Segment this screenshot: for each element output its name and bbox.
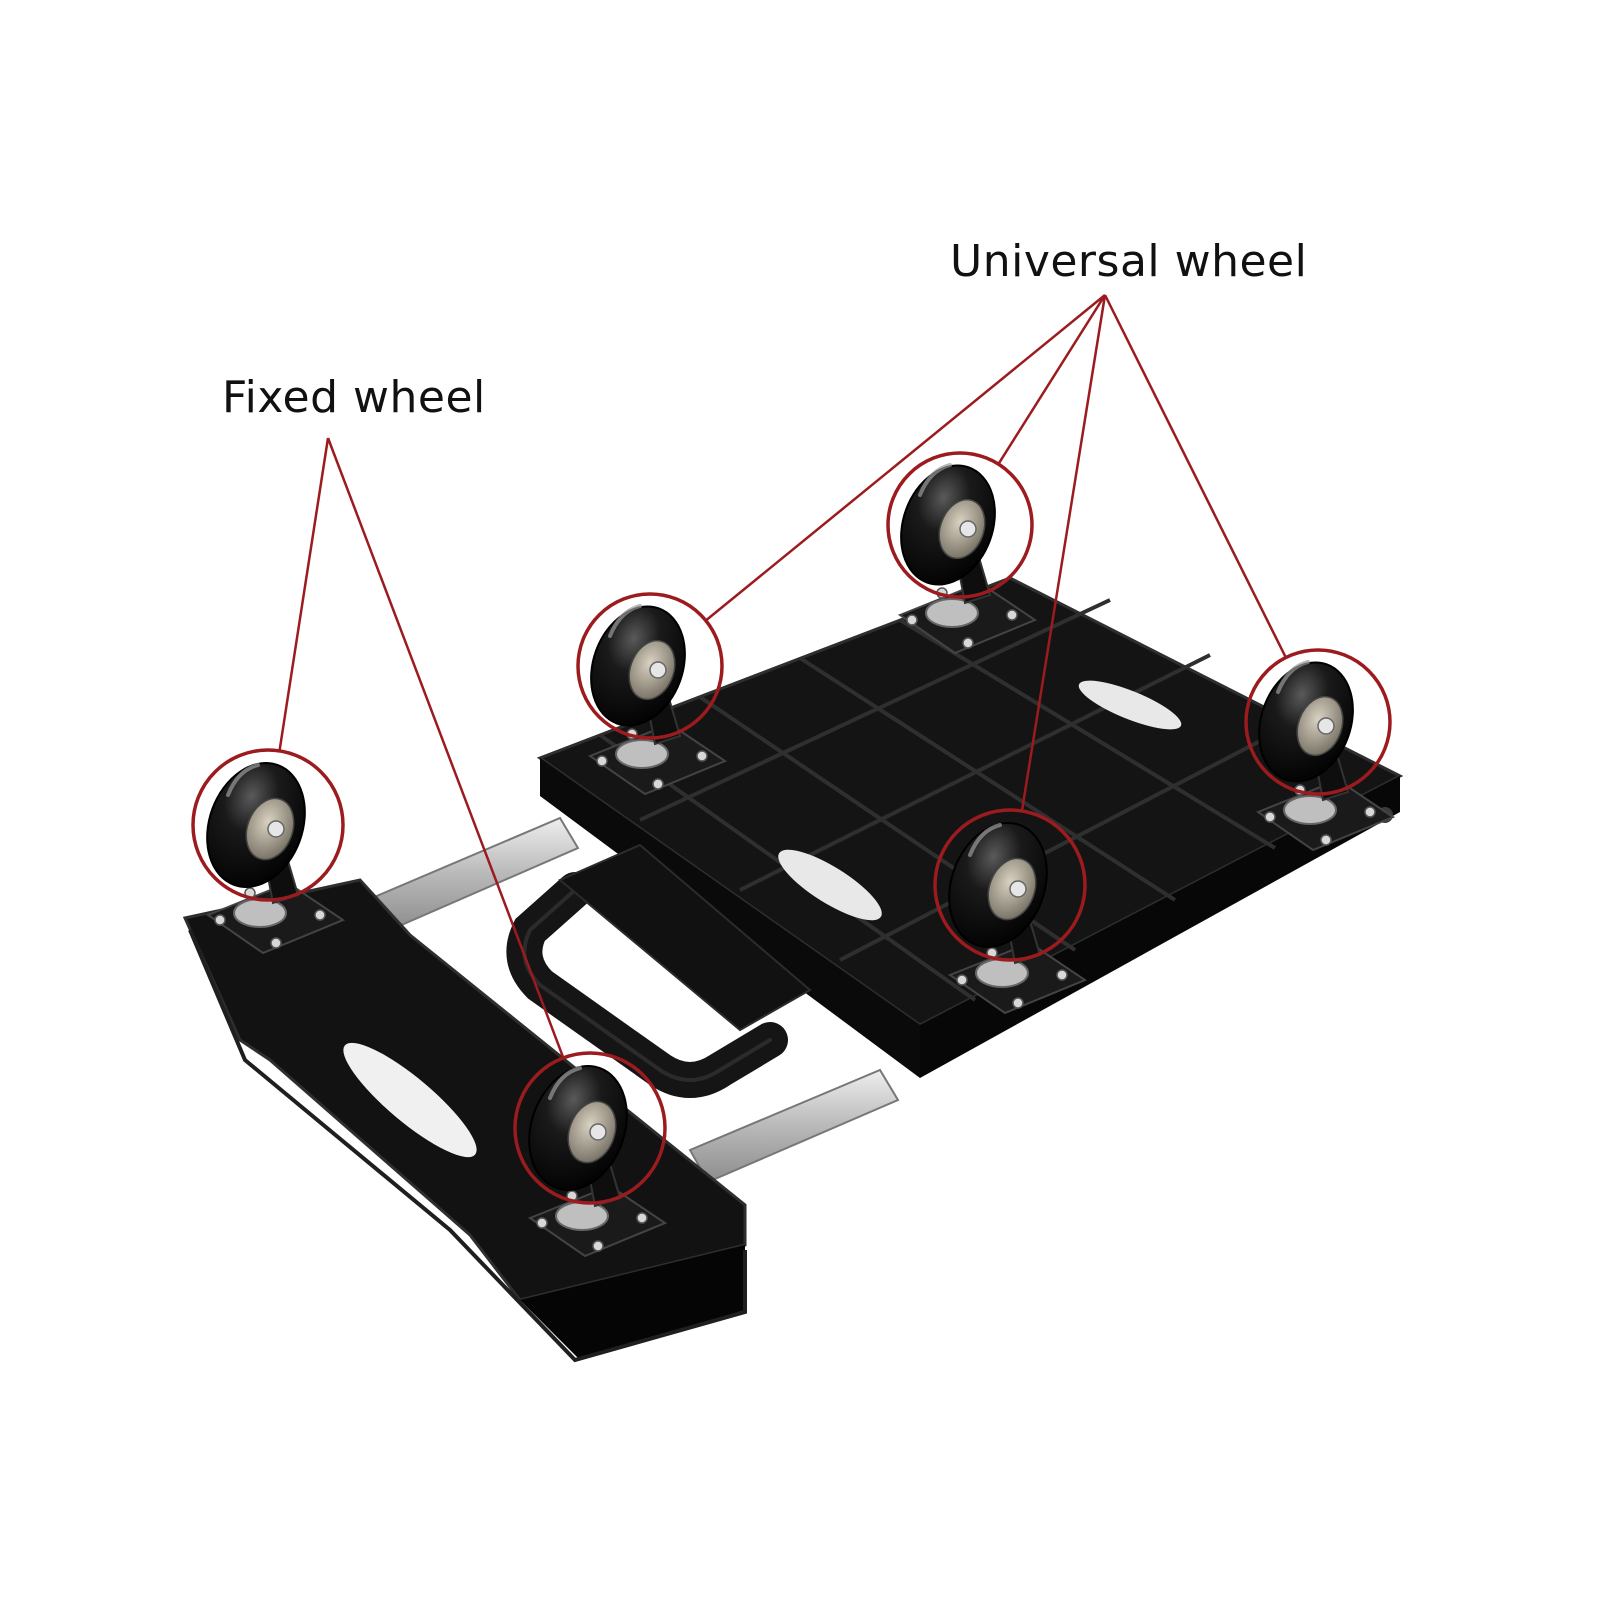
tire-highlight xyxy=(608,604,642,638)
handle-grip xyxy=(558,843,812,1032)
front-base-side xyxy=(185,918,745,1360)
axle-nut xyxy=(1317,717,1335,735)
caster-wheel-icon xyxy=(897,463,1038,655)
caster-wheel-icon xyxy=(1255,660,1396,852)
wheels-layer xyxy=(205,463,1396,1258)
screw xyxy=(1264,811,1276,823)
fixed-wheel-leader-line xyxy=(278,437,330,752)
axle-nut xyxy=(589,1123,607,1141)
tire-highlight xyxy=(226,763,260,797)
tire-highlight xyxy=(968,823,1002,857)
screw xyxy=(536,1217,548,1229)
universal-wheel-callout-circle xyxy=(1244,648,1392,796)
universal-wheel-callout-circle xyxy=(886,451,1034,599)
screw xyxy=(1320,834,1332,846)
universal-wheel-leader-line xyxy=(997,294,1107,465)
fixed-wheel-callout-circle xyxy=(513,1051,667,1205)
swivel-plate xyxy=(925,598,979,628)
screw xyxy=(962,637,974,649)
axle-nut xyxy=(649,661,667,679)
screw xyxy=(1006,609,1018,621)
callouts-layer xyxy=(191,294,1392,1205)
swivel-plate xyxy=(615,739,669,769)
tire-highlight xyxy=(1276,660,1310,694)
screw xyxy=(270,937,282,949)
swivel-plate xyxy=(555,1201,609,1231)
screw xyxy=(1364,806,1376,818)
deck-slot xyxy=(778,849,882,921)
caster-wheel-icon xyxy=(587,604,728,796)
axle-nut xyxy=(267,820,285,838)
screw xyxy=(592,1240,604,1252)
swivel-plate xyxy=(975,958,1029,988)
swivel-plate xyxy=(1283,795,1337,825)
universal-wheel-callout-circle xyxy=(576,592,724,740)
pull-handle xyxy=(506,843,812,1098)
deck-side-left xyxy=(540,758,920,1078)
screw xyxy=(1012,997,1024,1009)
universal-wheel-leader-line xyxy=(1020,294,1107,812)
screw xyxy=(314,909,326,921)
front-base-bottom xyxy=(188,929,747,1363)
deck-slot xyxy=(1078,680,1182,730)
screw xyxy=(636,1212,648,1224)
fixed-wheel-label: Fixed wheel xyxy=(222,372,486,423)
front-base-slot xyxy=(343,1042,477,1158)
deck-side-front xyxy=(920,776,1400,1078)
screw xyxy=(696,750,708,762)
tire-highlight xyxy=(918,463,952,497)
screw xyxy=(596,755,608,767)
caster-wheel-icon xyxy=(527,1065,668,1258)
fixed-wheel-callout-circle xyxy=(191,748,345,902)
screw xyxy=(214,914,226,926)
universal-wheel-leader-line xyxy=(705,294,1106,622)
tire-highlight xyxy=(548,1066,582,1100)
fixed-wheel-leader-line xyxy=(326,437,565,1059)
caster-wheel-icon xyxy=(947,822,1088,1015)
axle-nut xyxy=(1009,880,1027,898)
axle-nut xyxy=(959,520,977,538)
screw xyxy=(906,614,918,626)
swivel-plate xyxy=(233,898,287,928)
caster-wheel-icon xyxy=(205,762,346,955)
universal-wheel-leader-line xyxy=(1103,294,1287,659)
universal-wheel-label: Universal wheel xyxy=(950,236,1308,287)
screw xyxy=(1056,969,1068,981)
main-deck xyxy=(536,576,1404,1078)
screw xyxy=(652,778,664,790)
screw xyxy=(956,974,968,986)
universal-wheel-callout-circle xyxy=(933,808,1087,962)
